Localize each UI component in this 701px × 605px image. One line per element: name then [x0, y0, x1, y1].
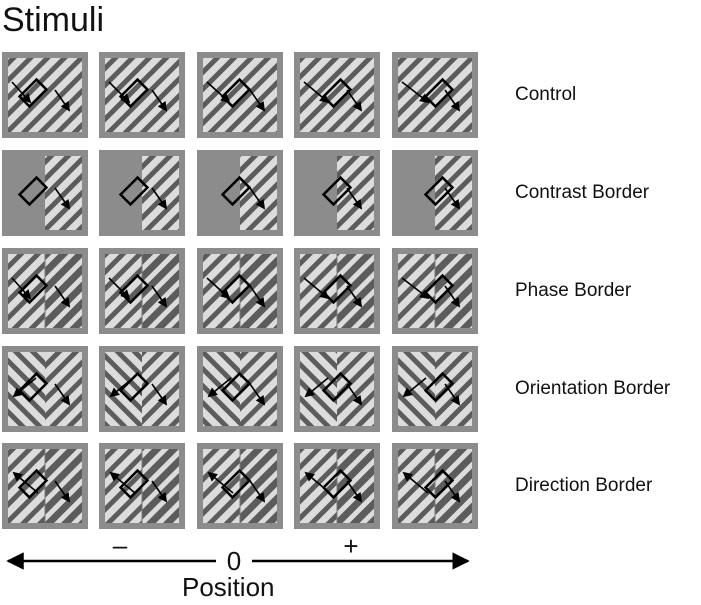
stimulus-cell-phase-5 — [392, 248, 478, 334]
receptive-field-box — [423, 175, 455, 207]
receptive-field-box — [321, 371, 353, 403]
motion-arrow-right — [249, 285, 266, 308]
figure-title: Stimuli — [2, 1, 105, 39]
motion-arrow-left — [108, 277, 131, 300]
motion-arrow-right — [151, 89, 168, 112]
receptive-field-box — [220, 175, 252, 207]
row-label-direction: Direction Border — [515, 475, 653, 496]
motion-arrow-right — [444, 480, 461, 503]
stimulus-cell-contrast-4 — [294, 150, 380, 236]
motion-arrow-left — [11, 81, 32, 104]
motion-arrow-right — [249, 187, 266, 210]
stimulus-cell-control-4 — [294, 52, 380, 138]
receptive-field-box — [118, 468, 150, 500]
motion-arrow-right — [54, 187, 71, 210]
stimulus-cell-contrast-5 — [392, 150, 478, 236]
stimulus-cell-phase-2 — [99, 248, 185, 334]
motion-arrow-right — [444, 285, 461, 308]
motion-arrow-right — [249, 383, 266, 406]
stimulus-cell-phase-4 — [294, 248, 380, 334]
stimulus-cell-direction-2 — [99, 443, 185, 529]
row-label-contrast: Contrast Border — [515, 182, 650, 203]
stimulus-cell-direction-1 — [2, 443, 88, 529]
receptive-field-box — [321, 175, 353, 207]
motion-arrow-right — [346, 285, 363, 308]
motion-arrow-left — [303, 277, 330, 300]
motion-arrow-right — [444, 383, 461, 406]
stimulus-cell-orientation-2 — [99, 346, 185, 432]
motion-arrow-right — [249, 89, 266, 112]
motion-arrow-left — [109, 377, 134, 398]
stimulus-cell-orientation-3 — [197, 346, 283, 432]
motion-arrow-left — [304, 377, 329, 398]
motion-arrow-left — [207, 471, 234, 494]
stimulus-cell-direction-5 — [392, 443, 478, 529]
motion-arrow-left — [402, 377, 427, 398]
motion-arrow-left — [207, 377, 232, 398]
motion-arrow-left — [12, 471, 39, 494]
receptive-field-box — [220, 468, 252, 500]
receptive-field-box — [220, 371, 252, 403]
stimulus-cell-contrast-2 — [99, 150, 185, 236]
motion-arrow-right — [346, 383, 363, 406]
stimulus-cell-orientation-4 — [294, 346, 380, 432]
stimulus-cell-direction-4 — [294, 443, 380, 529]
receptive-field-box — [423, 273, 455, 305]
stimulus-cell-control-3 — [197, 52, 283, 138]
motion-arrow-left — [206, 81, 231, 104]
axis-zero-label: 0 — [216, 548, 252, 574]
stimulus-cell-orientation-5 — [392, 346, 478, 432]
stimulus-cell-control-5 — [392, 52, 478, 138]
motion-arrow-right — [151, 383, 168, 406]
motion-arrow-right — [54, 89, 71, 112]
motion-arrow-left — [12, 377, 37, 398]
motion-arrow-left — [303, 81, 330, 104]
motion-arrow-left — [402, 471, 429, 494]
motion-arrow-right — [151, 480, 168, 503]
motion-arrow-left — [401, 277, 430, 300]
row-label-orientation: Orientation Border — [515, 378, 671, 399]
stimulus-cell-phase-3 — [197, 248, 283, 334]
axis-plus-label: + — [343, 531, 359, 561]
row-label-phase: Phase Border — [515, 280, 632, 301]
motion-arrow-right — [249, 480, 266, 503]
motion-arrow-right — [151, 187, 168, 210]
stimulus-cell-phase-1 — [2, 248, 88, 334]
motion-arrow-right — [346, 480, 363, 503]
motion-arrow-left — [109, 471, 136, 494]
axis-minus-label: – — [112, 530, 128, 560]
stimulus-cell-orientation-1 — [2, 346, 88, 432]
receptive-field-box — [423, 468, 455, 500]
motion-arrow-right — [444, 187, 461, 210]
stimulus-cell-contrast-3 — [197, 150, 283, 236]
motion-arrow-right — [444, 89, 461, 112]
receptive-field-box — [118, 175, 150, 207]
stimulus-cell-control-1 — [2, 52, 88, 138]
stimulus-cell-control-2 — [99, 52, 185, 138]
motion-arrow-left — [401, 81, 430, 104]
motion-arrow-left — [206, 277, 231, 300]
stimulus-cell-direction-3 — [197, 443, 283, 529]
receptive-field-box — [17, 468, 49, 500]
motion-arrow-right — [346, 89, 363, 112]
receptive-field-box — [423, 77, 455, 109]
motion-arrow-left — [108, 81, 131, 104]
axis-title: Position — [182, 572, 275, 602]
receptive-field-box — [423, 371, 455, 403]
motion-arrow-right — [346, 187, 363, 210]
motion-arrow-right — [54, 480, 71, 503]
motion-arrow-right — [151, 285, 168, 308]
motion-arrow-right — [54, 383, 71, 406]
motion-arrow-left — [11, 277, 32, 300]
stimulus-cell-contrast-1 — [2, 150, 88, 236]
motion-arrow-right — [54, 285, 71, 308]
receptive-field-box — [17, 371, 49, 403]
motion-arrow-left — [304, 471, 331, 494]
receptive-field-box — [17, 175, 49, 207]
row-label-control: Control — [515, 84, 577, 105]
